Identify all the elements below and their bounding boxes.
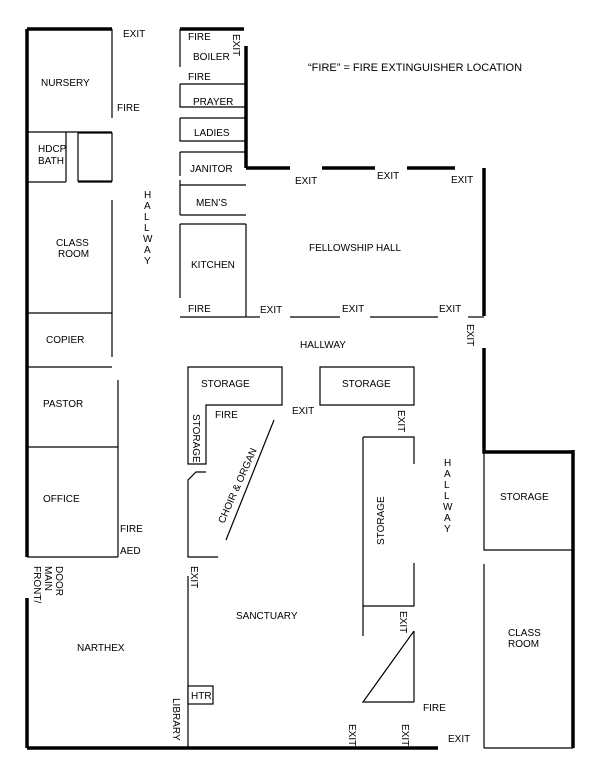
wall-east-mid	[482, 348, 573, 454]
fire-extinguisher-label: FIRE	[120, 524, 143, 535]
front-door-line1: FRONT/	[31, 566, 42, 603]
fire-extinguisher-markers: FIRE FIRE FIRE FIRE FIRE FIRE FIRE	[117, 32, 446, 714]
exit-label: EXIT	[439, 304, 461, 315]
room-prayer: PRAYER	[193, 97, 233, 108]
hallway-east-letter: W	[443, 502, 453, 513]
hallway-east-letter: H	[444, 458, 451, 469]
room-office: OFFICE	[43, 494, 80, 505]
hallway-east-letter: A	[444, 469, 451, 480]
room-hdcp-bath-line1: HDCP	[38, 144, 67, 155]
legend-text: “FIRE” = FIRE EXTINGUISHER LOCATION	[308, 62, 522, 74]
room-classroom-west-line1: CLASS	[56, 238, 89, 249]
front-door-line2: MAIN	[42, 566, 53, 591]
hallway-east-letter: Y	[444, 524, 451, 535]
hallway-east-letter: L	[444, 480, 450, 491]
fire-extinguisher-label: FIRE	[117, 103, 140, 114]
room-storage-tall: STORAGE	[376, 496, 387, 545]
room-ladies: LADIES	[194, 128, 230, 139]
hallway-west-letter: L	[144, 223, 150, 234]
hallway-west-letter: L	[144, 212, 150, 223]
htr-box	[187, 685, 214, 705]
hallway-west-vertical: H A L L W A Y	[143, 190, 153, 267]
room-library: LIBRARY	[170, 698, 181, 741]
room-narthex: NARTHEX	[77, 643, 125, 654]
room-kitchen: KITCHEN	[191, 260, 235, 271]
exit-label: EXIT	[448, 734, 470, 745]
room-nursery: NURSERY	[41, 78, 90, 89]
hallway-west-letter: H	[144, 190, 151, 201]
exit-label: EXIT	[292, 406, 314, 417]
room-storage-east: STORAGE	[500, 492, 549, 503]
fire-extinguisher-label: FIRE	[188, 32, 211, 43]
exit-label: EXIT	[464, 324, 475, 346]
fire-extinguisher-label: FIRE	[215, 410, 238, 421]
hallway-west-letter: A	[144, 201, 151, 212]
hallway-east-letter: L	[444, 491, 450, 502]
exit-label: EXIT	[260, 305, 282, 316]
exit-label: EXIT	[123, 29, 145, 40]
exit-label: EXIT	[295, 176, 317, 187]
room-classroom-west-line2: ROOM	[58, 249, 89, 260]
room-hallway-center: HALLWAY	[300, 340, 346, 351]
room-fellowship-hall: FELLOWSHIP HALL	[309, 243, 402, 254]
room-storage-a: STORAGE	[201, 379, 250, 390]
room-classroom-east-line1: CLASS	[508, 628, 541, 639]
fire-extinguisher-label: FIRE	[188, 72, 211, 83]
exit-label: EXIT	[346, 724, 357, 746]
room-storage-c: STORAGE	[190, 414, 201, 463]
hdcp-fixture	[77, 132, 113, 182]
hallway-east-letter: A	[444, 513, 451, 524]
exit-label: EXIT	[399, 724, 410, 746]
room-classroom-east-line2: ROOM	[508, 639, 539, 650]
exit-label: EXIT	[377, 171, 399, 182]
fire-extinguisher-label: FIRE	[188, 304, 211, 315]
hallway-west-letter: W	[143, 234, 153, 245]
room-janitor: JANITOR	[190, 164, 233, 175]
exit-label: EXIT	[397, 611, 408, 633]
room-sanctuary: SANCTUARY	[236, 611, 298, 622]
exit-label: EXIT	[342, 304, 364, 315]
room-storage-b: STORAGE	[342, 379, 391, 390]
room-mens: MEN’S	[196, 198, 227, 209]
hallway-west-letter: Y	[144, 256, 151, 267]
room-choir-organ: CHOIR & ORGAN	[217, 447, 260, 526]
exit-markers: EXIT EXIT EXIT EXIT EXIT EXIT EXIT EXIT …	[123, 29, 475, 746]
aed-label: AED	[120, 546, 141, 557]
room-copier: COPIER	[46, 335, 84, 346]
fire-extinguisher-label: FIRE	[423, 703, 446, 714]
interior-walls	[27, 29, 573, 749]
hallway-east-vertical: H A L L W A Y	[443, 458, 453, 535]
exit-label: EXIT	[451, 175, 473, 186]
exit-label: EXIT	[188, 566, 199, 588]
front-door-line3: DOOR	[53, 566, 64, 596]
exit-label: EXIT	[230, 34, 241, 56]
hallway-west-letter: A	[144, 245, 151, 256]
room-boiler: BOILER	[193, 52, 230, 63]
room-htr: HTR	[191, 691, 212, 702]
room-pastor: PASTOR	[43, 399, 83, 410]
exit-label: EXIT	[395, 410, 406, 432]
room-hdcp-bath-line2: BATH	[38, 156, 64, 167]
